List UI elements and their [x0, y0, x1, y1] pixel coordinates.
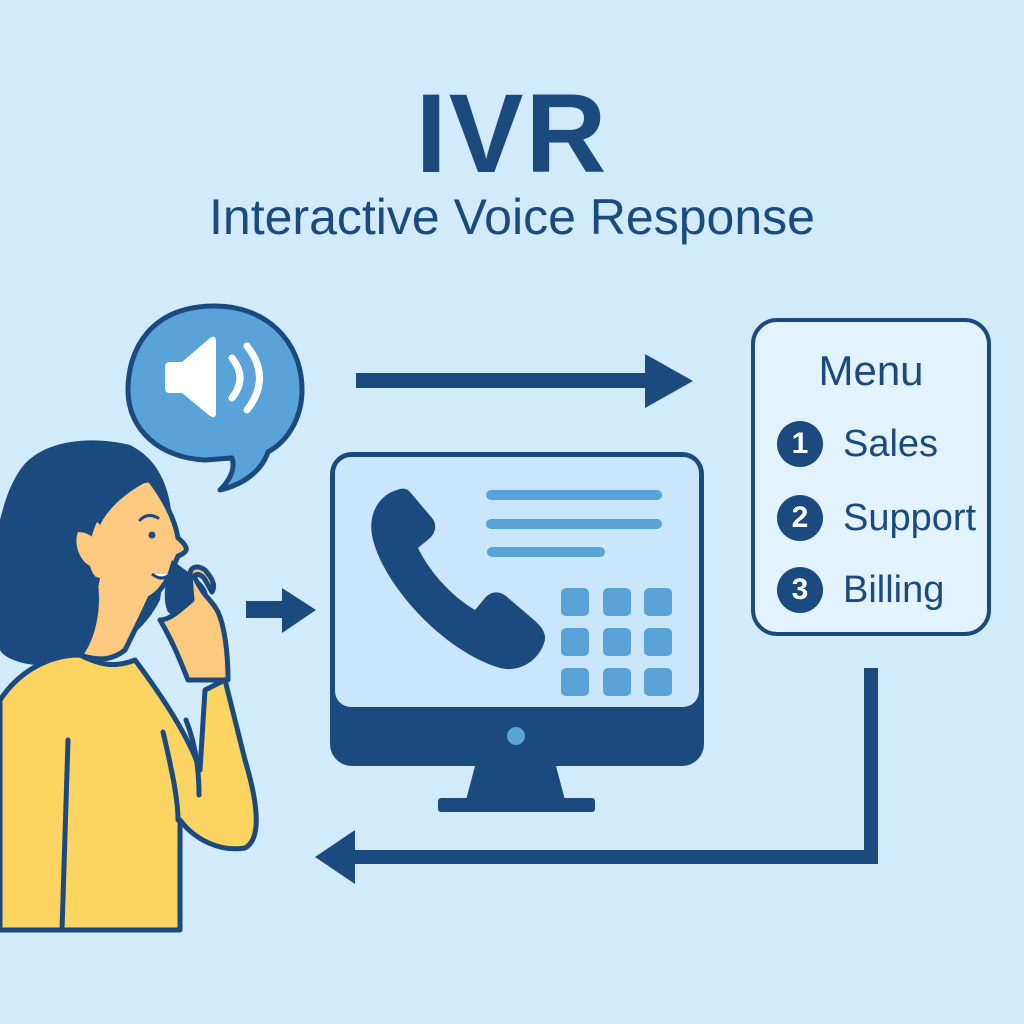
- arrow-to-menu: [356, 354, 693, 408]
- ivr-menu-card: Menu 1 Sales 2 Support 3 Billing: [751, 318, 991, 636]
- menu-item-billing[interactable]: 3 Billing: [777, 566, 944, 614]
- keypad-grid-icon: [561, 588, 672, 696]
- menu-title: Menu: [818, 347, 924, 394]
- arrow-to-monitor: [246, 588, 316, 633]
- menu-item-label: Support: [843, 497, 977, 539]
- menu-item-label: Sales: [843, 423, 939, 465]
- menu-item-support[interactable]: 2 Support: [777, 494, 976, 542]
- page-title: IVR: [415, 71, 609, 196]
- page-subtitle: Interactive Voice Response: [209, 189, 815, 245]
- caller-person-illustration: [0, 440, 259, 933]
- menu-number-badge: 1: [777, 421, 823, 467]
- telephone-handset-icon: [371, 488, 546, 670]
- menu-item-sales[interactable]: 1 Sales: [777, 420, 938, 468]
- arrow-return-to-caller: [315, 668, 878, 884]
- speaker-volume-icon: [125, 303, 305, 493]
- menu-number-badge: 2: [777, 495, 823, 541]
- menu-item-label: Billing: [843, 569, 945, 611]
- menu-number-badge: 3: [777, 567, 823, 613]
